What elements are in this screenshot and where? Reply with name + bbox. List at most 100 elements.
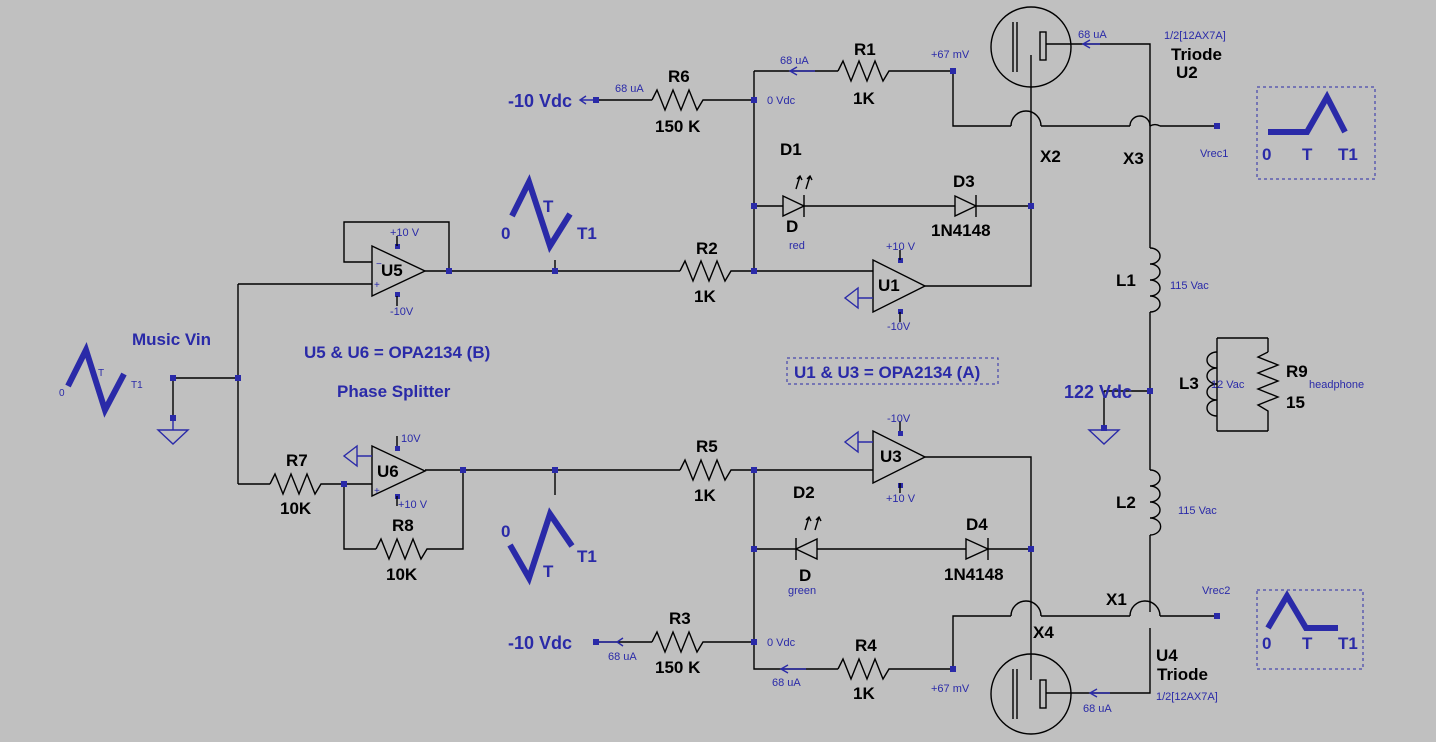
resistor-r4[interactable]: R4 1K xyxy=(837,636,892,703)
x2-ref: X2 xyxy=(1040,147,1061,166)
r1-value: 1K xyxy=(853,89,875,108)
r2-value: 1K xyxy=(694,287,716,306)
inductor-l3[interactable]: L3 12 Vac xyxy=(1179,351,1245,417)
waveform-input-icon: 0 T T1 xyxy=(59,342,143,418)
ground-input xyxy=(156,421,190,445)
u4-ref: U4 xyxy=(1156,646,1178,665)
x1-ref: X1 xyxy=(1106,590,1127,609)
u6-top-supply: 10V xyxy=(401,433,421,445)
u5u6-note: U5 & U6 = OPA2134 (B) xyxy=(304,343,490,362)
resistor-r6[interactable]: R6 150 K xyxy=(651,67,707,136)
wave-vrec1-T1: T1 xyxy=(1338,145,1358,164)
u1-pos-supply: +10 V xyxy=(886,241,916,253)
x3-ref: X3 xyxy=(1123,149,1144,168)
resistor-r7[interactable]: R7 10K xyxy=(269,451,325,518)
triode-u2[interactable]: 1/2[12AX7A] Triode U2 xyxy=(990,6,1226,88)
diode-d2[interactable]: D2 D green xyxy=(788,483,822,597)
resistor-r5[interactable]: R5 1K xyxy=(679,437,735,505)
u3-pos-supply: +10 V xyxy=(886,493,916,505)
d4-value: 1N4148 xyxy=(944,565,1004,584)
wave-top-zero: 0 xyxy=(501,224,510,243)
d3-ref: D3 xyxy=(953,172,975,191)
opamp-u3[interactable]: U3 -10V +10 V xyxy=(843,413,927,505)
opamp-u6[interactable]: U6 10V +10 V + xyxy=(342,433,428,511)
neg10vdc-top: -10 Vdc xyxy=(508,91,572,111)
vrec1-label: Vrec1 xyxy=(1200,148,1228,160)
triode-u4[interactable]: U4 Triode 1/2[12AX7A] xyxy=(990,646,1218,735)
resistor-r9[interactable]: R9 headphone 15 xyxy=(1256,351,1364,416)
u1u3-note-box xyxy=(786,357,999,385)
u4-type: Triode xyxy=(1157,665,1208,684)
wave-top-T: T xyxy=(543,197,554,216)
l3-ref: L3 xyxy=(1179,374,1199,393)
d1-ref: D1 xyxy=(780,140,802,159)
wave-vrec2-T1: T1 xyxy=(1338,634,1358,653)
svg-text:−: − xyxy=(376,259,382,270)
u2-ref: U2 xyxy=(1176,63,1198,82)
r5-ref: R5 xyxy=(696,437,718,456)
u2-part: 1/2[12AX7A] xyxy=(1164,30,1226,42)
opamp-u1[interactable]: U1 +10 V -10V xyxy=(843,241,927,333)
r2-ref: R2 xyxy=(696,239,718,258)
u3-neg-supply: -10V xyxy=(887,413,911,425)
r3-ref: R3 xyxy=(669,609,691,628)
wave-input-T1: T1 xyxy=(131,380,143,391)
diode-d1[interactable]: D1 D red xyxy=(780,140,813,252)
x4-ref: X4 xyxy=(1033,623,1054,642)
music-vin-label: Music Vin xyxy=(132,330,211,349)
neg10vdc-bot: -10 Vdc xyxy=(508,633,572,653)
r4-value: 1K xyxy=(853,684,875,703)
r6-value: 150 K xyxy=(655,117,701,136)
d2-ref: D2 xyxy=(793,483,815,502)
node-0vdc-bot: 0 Vdc xyxy=(767,637,796,649)
ground-122vdc xyxy=(1087,428,1121,445)
u1u3-note: U1 & U3 = OPA2134 (A) xyxy=(794,363,980,382)
wave-bot-T: T xyxy=(543,562,554,581)
r8-ref: R8 xyxy=(392,516,414,535)
waveform-bot-icon: 0 T T1 xyxy=(501,507,597,586)
wave-bot-zero: 0 xyxy=(501,522,510,541)
u5-ref: U5 xyxy=(381,261,403,280)
waveform-top-icon: 0 T T1 xyxy=(501,174,597,254)
resistor-r3[interactable]: R3 150 K xyxy=(651,609,707,677)
junction-dots xyxy=(170,68,1220,672)
u2-type: Triode xyxy=(1171,45,1222,64)
u3-ref: U3 xyxy=(880,447,902,466)
d3-value: 1N4148 xyxy=(931,221,991,240)
r7-value: 10K xyxy=(280,499,312,518)
waveform-vrec1-icon: 0 T T1 xyxy=(1256,86,1376,180)
u6-ref: U6 xyxy=(377,462,399,481)
resistor-r8[interactable]: R8 10K xyxy=(375,516,430,584)
l1-ref: L1 xyxy=(1116,271,1136,290)
diode-d3[interactable]: D3 1N4148 xyxy=(931,172,991,240)
d1-color: red xyxy=(789,240,805,252)
diode-d4[interactable]: D4 1N4148 xyxy=(944,515,1004,584)
u6-bot-supply: +10 V xyxy=(398,499,428,511)
node-0vdc-top: 0 Vdc xyxy=(767,95,796,107)
u1-ref: U1 xyxy=(878,276,900,295)
wave-vrec2-T: T xyxy=(1302,634,1313,653)
wave-input-zero: 0 xyxy=(59,388,65,399)
wave-input-T: T xyxy=(98,368,104,379)
wave-top-T1: T1 xyxy=(577,224,597,243)
u1-neg-supply: -10V xyxy=(887,321,911,333)
l2-ref: L2 xyxy=(1116,493,1136,512)
u5-pos-supply: +10 V xyxy=(390,227,420,239)
r3-value: 150 K xyxy=(655,658,701,677)
u4-current: 68 uA xyxy=(1083,703,1112,715)
d1-value: D xyxy=(786,217,798,236)
vrec2-label: Vrec2 xyxy=(1202,585,1230,597)
svg-text:+: + xyxy=(374,486,380,497)
resistor-r1[interactable]: R1 1K xyxy=(837,40,892,108)
d2-value: D xyxy=(799,566,811,585)
current-arrows xyxy=(578,39,1110,698)
r1-current: 68 uA xyxy=(780,55,809,67)
inductor-l1[interactable]: L1 115 Vac xyxy=(1116,247,1209,313)
l1-voltage: 115 Vac xyxy=(1170,280,1209,292)
wire-crossings xyxy=(1010,110,1161,617)
l3-voltage: 12 Vac xyxy=(1211,379,1245,391)
inductor-l2[interactable]: L2 115 Vac xyxy=(1116,469,1217,536)
resistor-r2[interactable]: R2 1K xyxy=(679,239,735,306)
opamp-u5[interactable]: U5 +10 V -10V − + xyxy=(371,227,427,318)
